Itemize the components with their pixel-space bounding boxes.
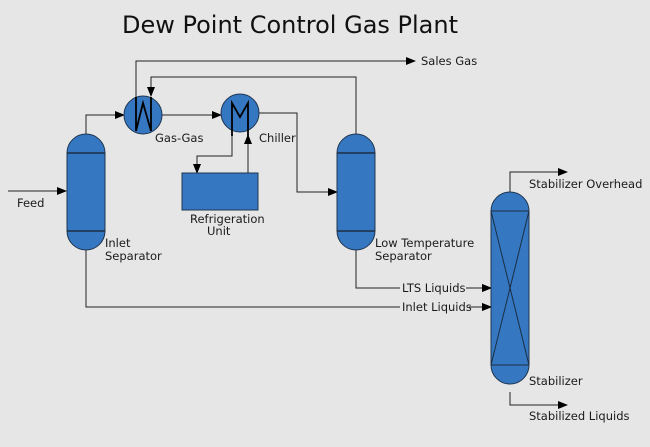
- m-coil-icon: [231, 99, 249, 136]
- inlet-separator[interactable]: [66, 133, 106, 251]
- inlet-vapor-line: [85, 111, 125, 134]
- lts-label-2: Separator: [375, 249, 432, 263]
- inlet-separator-label-1: Inlet: [105, 236, 131, 250]
- stabilized-liquids-line: [509, 392, 568, 409]
- stabilizer-label: Stabilizer: [529, 374, 583, 388]
- stabilized-liquids-label: Stabilized Liquids: [529, 409, 630, 423]
- lts-liquids-label-bg: [400, 281, 468, 295]
- inlet-liquids-label: Inlet Liquids: [402, 300, 472, 314]
- chiller-to-lts-line: [259, 112, 338, 196]
- w-coil-icon: [135, 97, 152, 132]
- refrigerant-to-unit-line: [193, 127, 233, 174]
- refrigeration-unit-label-1: Refrigeration: [190, 212, 265, 226]
- stabilizer[interactable]: [490, 191, 530, 385]
- lts-liquids-label: LTS Liquids: [402, 281, 465, 295]
- inlet-separator-label-2: Separator: [105, 249, 162, 263]
- sales-gas-line: [135, 57, 416, 103]
- sales-gas-label: Sales Gas: [421, 54, 477, 68]
- refrigeration-unit-label-2: Unit: [207, 224, 231, 238]
- stabilizer-overhead-label: Stabilizer Overhead: [529, 177, 642, 191]
- inlet-liquids-line: [85, 250, 492, 311]
- lts-vapor-return-line: [147, 76, 357, 134]
- low-temperature-separator[interactable]: [336, 133, 376, 251]
- lts-label-1: Low Temperature: [375, 236, 474, 250]
- diagram-title: Dew Point Control Gas Plant: [122, 11, 458, 39]
- inlet-liquids-label-bg: [400, 300, 472, 314]
- gas-gas-exchanger[interactable]: [123, 95, 163, 135]
- chiller-label: Chiller: [259, 131, 296, 145]
- feed-label: Feed: [17, 196, 44, 210]
- stabilizer-overhead-line: [509, 168, 568, 192]
- refrigeration-unit[interactable]: [181, 172, 259, 211]
- chiller[interactable]: [220, 93, 260, 136]
- gas-gas-label: Gas-Gas: [155, 131, 203, 145]
